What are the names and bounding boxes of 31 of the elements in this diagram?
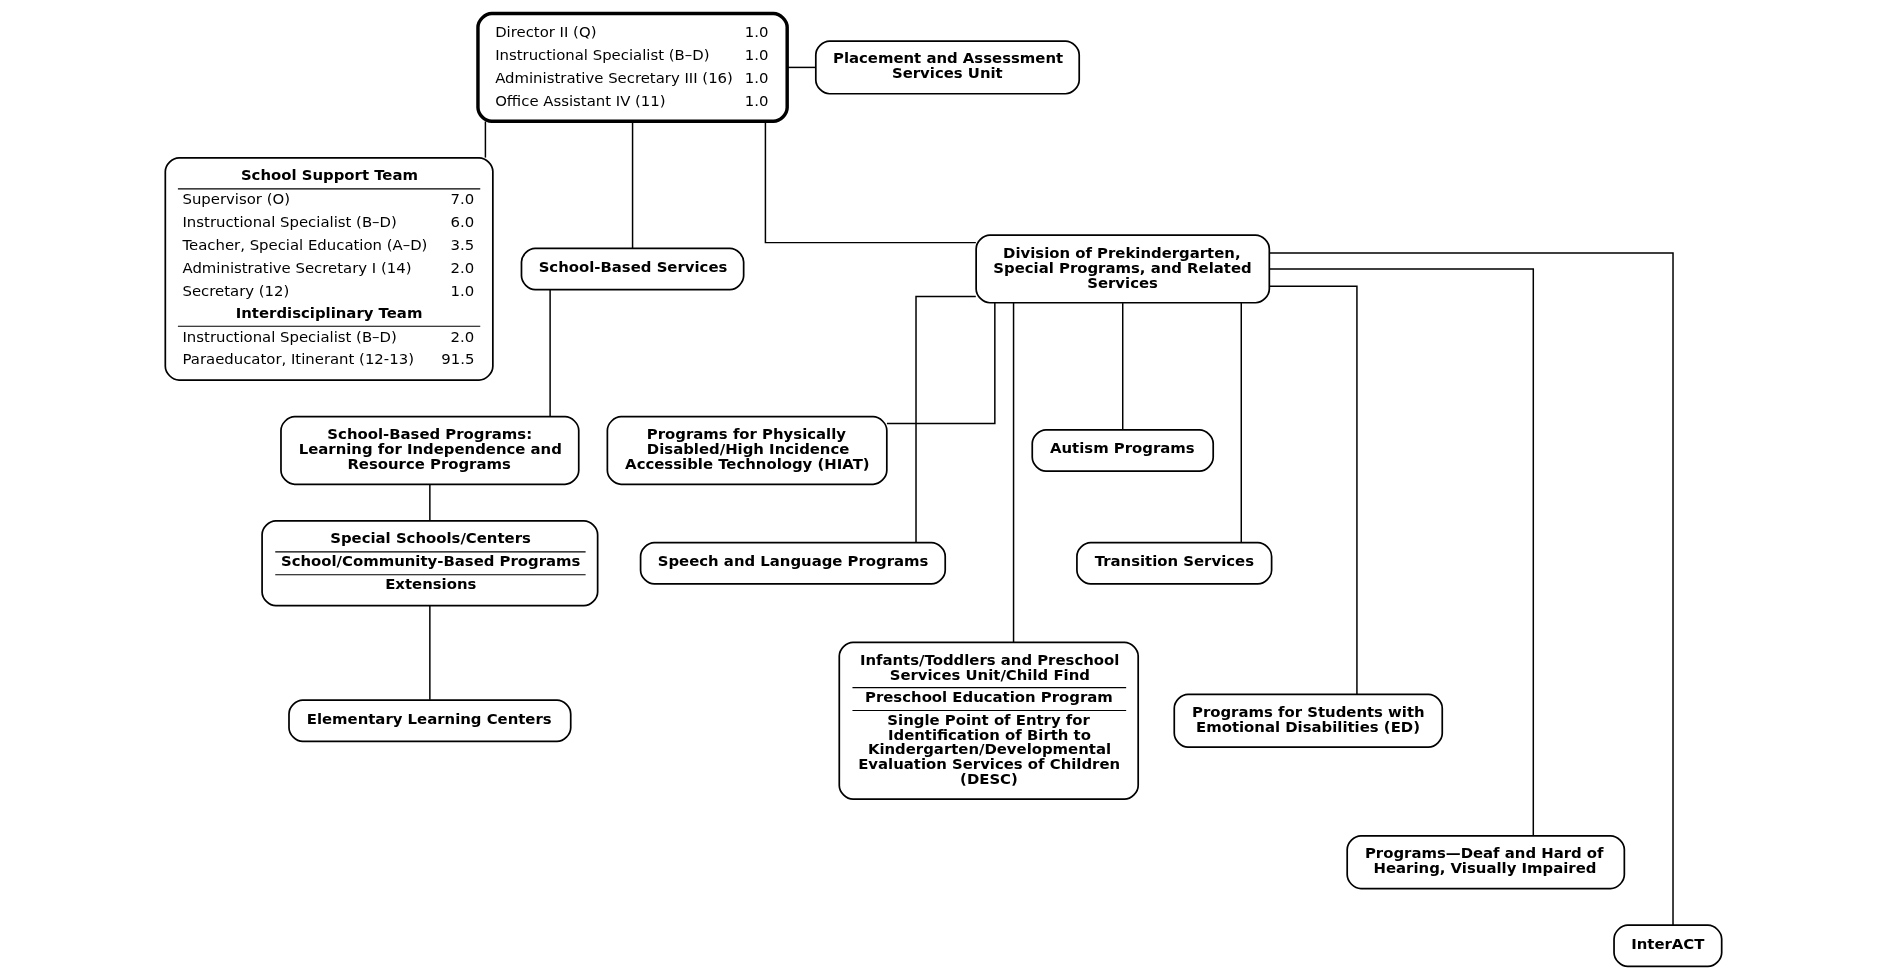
- node-box: InterACT: [1612, 923, 1723, 967]
- connector: [1121, 301, 1123, 430]
- connector: [885, 301, 996, 424]
- connector: [786, 66, 816, 68]
- connector: [764, 120, 977, 243]
- node-box: Infants/Toddlers and Preschool Services Unit/Child Find Preschool Education Program Single Point of Entry for Identification of Birth to Kindergarten/Developmental Evaluation Services of Children (DESC): [837, 640, 1139, 800]
- connector: [1268, 284, 1358, 695]
- connector: [1268, 251, 1674, 926]
- connector: [484, 120, 486, 158]
- node-box: School Support Team Supervisor (O) 7.0 Instructional Specialist (B–D) 6.0 Teacher, Special Education (A–D) 3.5 Administrative Secretary I (14) 2.0 Secretary (12) 1.0 Interdisciplinary Team Instructional Specialist (B–D) 2.0 Paraeducator, Itinerant (12-13) 91.5: [163, 156, 494, 381]
- connector: [1240, 301, 1242, 543]
- connector: [428, 604, 431, 701]
- node-box: Placement and Assessment Services Unit: [814, 39, 1080, 95]
- connector: [428, 483, 431, 521]
- node-box: Programs for Students with Emotional Disabilities (ED): [1172, 693, 1443, 748]
- node-box: Programs for Physically Disabled/High Incidence Accessible Technology (HIAT): [606, 415, 888, 485]
- node-box: Autism Programs: [1030, 428, 1214, 472]
- node-box: Elementary Learning Centers: [287, 698, 572, 742]
- connector: [914, 295, 977, 543]
- connector: [631, 120, 633, 249]
- connector: [548, 288, 551, 417]
- node-box: School-Based Programs: Learning for Independence and Resource Programs: [279, 415, 580, 485]
- connector: [1268, 267, 1534, 836]
- node-box: Special Schools/Centers School/Community-Based Programs Extensions: [260, 519, 598, 607]
- node-box: School-Based Services: [520, 247, 744, 290]
- node-box: Director II (Q) 1.0 Instructional Specialist (B–D) 1.0 Administrative Secretary III (16) 1.0 Office Assistant IV (11) 1.0: [475, 11, 789, 123]
- node-box: Division of Prekindergarten, Special Programs, and Related Services: [974, 233, 1270, 304]
- connector: [1012, 301, 1014, 643]
- node-box: Transition Services: [1075, 541, 1272, 585]
- node-box: Programs—Deaf and Hard of Hearing, Visually Impaired: [1345, 834, 1625, 889]
- node-box: Speech and Language Programs: [639, 541, 946, 585]
